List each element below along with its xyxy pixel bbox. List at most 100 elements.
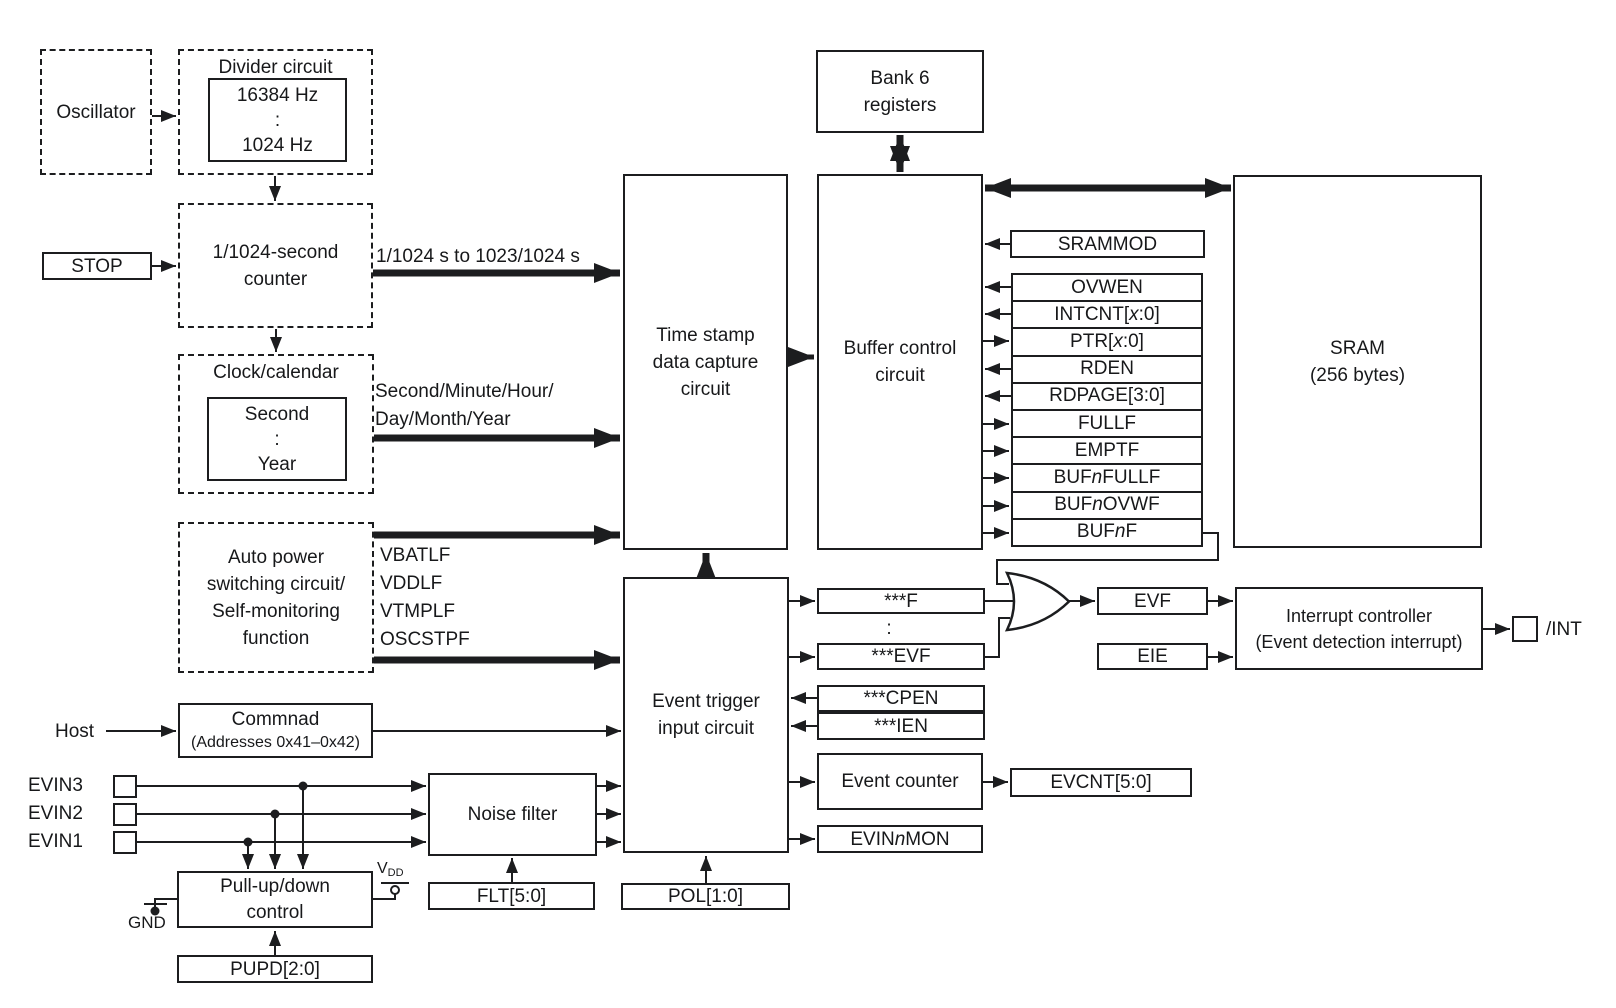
register-ptr: PTR[x:0] xyxy=(1013,327,1201,354)
gnd-dot xyxy=(150,906,160,916)
clock-dots: : xyxy=(274,428,280,450)
interrupt-line1: Interrupt controller xyxy=(1285,605,1433,626)
clock-inner-top: Second xyxy=(244,403,310,425)
register-ovwen: OVWEN xyxy=(1071,276,1143,298)
event-counter-label: Event counter xyxy=(841,771,959,792)
power-flag-oscstpf: OSCSTPF xyxy=(380,629,470,650)
auto-power-line2: switching circuit/ xyxy=(206,573,346,595)
int-label: /INT xyxy=(1546,619,1582,640)
evf-label: EVF xyxy=(1134,590,1171,612)
buffer-control-box: Buffer control circuit xyxy=(817,174,983,550)
bank6-registers-box: Bank 6 registers xyxy=(816,50,984,133)
oscillator-box: Oscillator xyxy=(40,49,152,175)
thick-wires xyxy=(347,135,1231,670)
divider-freq-top: 16384 Hz xyxy=(236,84,319,106)
clock-calendar-box: Clock/calendar Second : Year xyxy=(178,354,374,494)
evcnt-box: EVCNT[5:0] xyxy=(1010,768,1192,797)
evin3-label: EVIN3 xyxy=(28,775,83,796)
flt-label: FLT[5:0] xyxy=(476,885,547,907)
power-flag-vtmplf: VTMPLF xyxy=(380,601,455,622)
divider-dots: : xyxy=(274,109,281,131)
power-flag-vddlf: VDDLF xyxy=(380,573,443,594)
power-flag-vbatlf: VBATLF xyxy=(380,545,451,566)
divider-freq-bottom: 1024 Hz xyxy=(242,134,313,156)
cpen-box: ***CPEN xyxy=(817,685,985,712)
bank6-line2: registers xyxy=(863,94,937,116)
cpen-label: ***CPEN xyxy=(863,688,939,709)
or-gate xyxy=(1004,571,1071,632)
sram-line1: SRAM xyxy=(1330,337,1385,359)
auto-power-box: Auto power switching circuit/ Self-monit… xyxy=(178,522,374,673)
evin1-pad xyxy=(113,831,137,854)
pullupdown-line2: control xyxy=(246,901,304,923)
int-pad xyxy=(1512,616,1538,642)
event-trigger-box: Event trigger input circuit xyxy=(623,577,789,853)
eie-label: EIE xyxy=(1137,646,1168,667)
pupd-box: PUPD[2:0] xyxy=(177,955,373,983)
counter-bus-label: 1/1024 s to 1023/1024 s xyxy=(376,246,580,267)
clock-calendar-title: Clock/calendar xyxy=(213,362,339,383)
time-stamp-line2: data capture xyxy=(652,351,759,373)
register-fullf: FULLF xyxy=(1013,409,1201,436)
clock-range-box: Second : Year xyxy=(207,397,347,481)
flag-evf-box: ***EVF xyxy=(817,643,985,670)
clock-bus-label: Second/Minute/Hour/ Day/Month/Year xyxy=(375,378,554,434)
junction-dot xyxy=(270,809,280,819)
command-box: Commnad (Addresses 0x41–0x42) xyxy=(178,703,373,758)
flt-box: FLT[5:0] xyxy=(428,882,595,910)
eie-box: EIE xyxy=(1097,643,1208,670)
interrupt-line2: (Event detection interrupt) xyxy=(1255,631,1463,652)
auto-power-line1: Auto power xyxy=(227,546,325,568)
wire-bufnf-to-or xyxy=(996,532,1219,585)
flag-dots: : xyxy=(886,618,892,639)
clock-bus-label-line2: Day/Month/Year xyxy=(375,409,511,430)
junction-dot xyxy=(243,837,253,847)
ien-box: ***IEN xyxy=(817,712,985,740)
time-stamp-line1: Time stamp xyxy=(656,324,755,346)
pol-label: POL[1:0] xyxy=(668,886,743,907)
command-title: Commnad xyxy=(231,708,320,730)
srammod-label: SRAMMOD xyxy=(1057,233,1158,255)
event-counter-box: Event counter xyxy=(817,753,983,810)
clock-bus-label-line1: Second/Minute/Hour/ xyxy=(375,381,554,402)
junction-dot xyxy=(298,781,308,791)
buffer-control-line1: Buffer control xyxy=(843,338,957,359)
evin3-pad xyxy=(113,775,137,798)
event-trigger-line2: input circuit xyxy=(657,718,755,739)
flag-evf-label: ***EVF xyxy=(871,646,931,667)
wire-flagevf-to-or xyxy=(985,617,1010,658)
pullupdown-line1: Pull-up/down xyxy=(220,875,330,897)
auto-power-line4: function xyxy=(242,627,310,649)
time-stamp-box: Time stamp data capture circuit xyxy=(623,174,788,550)
command-subtitle: (Addresses 0x41–0x42) xyxy=(191,733,360,751)
sram-box: SRAM (256 bytes) xyxy=(1233,175,1482,548)
stop-box: STOP xyxy=(42,252,152,280)
pullupdown-box: Pull-up/down control xyxy=(177,871,373,928)
evcnt-label: EVCNT[5:0] xyxy=(1050,772,1152,793)
gnd-label: GND xyxy=(128,913,166,932)
stop-label: STOP xyxy=(71,255,123,277)
oscillator-label: Oscillator xyxy=(56,101,136,123)
thin-wires xyxy=(106,110,1510,955)
power-flag-labels: VBATLF VDDLF VTMPLF OSCSTPF xyxy=(380,542,470,654)
register-intcnt: INTCNT[x:0] xyxy=(1013,300,1201,327)
register-emptf: EMPTF xyxy=(1013,436,1201,463)
vdd-label: VDD xyxy=(377,860,404,879)
register-rden: RDEN xyxy=(1013,354,1201,382)
ien-label: ***IEN xyxy=(874,715,928,737)
counter-box: 1/1024-second counter xyxy=(178,203,373,328)
interrupt-controller-box: Interrupt controller (Event detection in… xyxy=(1235,587,1483,670)
counter-line2: counter xyxy=(243,268,308,290)
vdd-wire xyxy=(373,894,396,900)
register-srammod: SRAMMOD xyxy=(1010,230,1205,258)
noise-filter-box: Noise filter xyxy=(428,773,597,856)
event-trigger-line1: Event trigger xyxy=(652,691,760,712)
pol-box: POL[1:0] xyxy=(621,883,790,910)
auto-power-line3: Self-monitoring xyxy=(212,600,340,622)
divider-title: Divider circuit xyxy=(218,57,333,78)
